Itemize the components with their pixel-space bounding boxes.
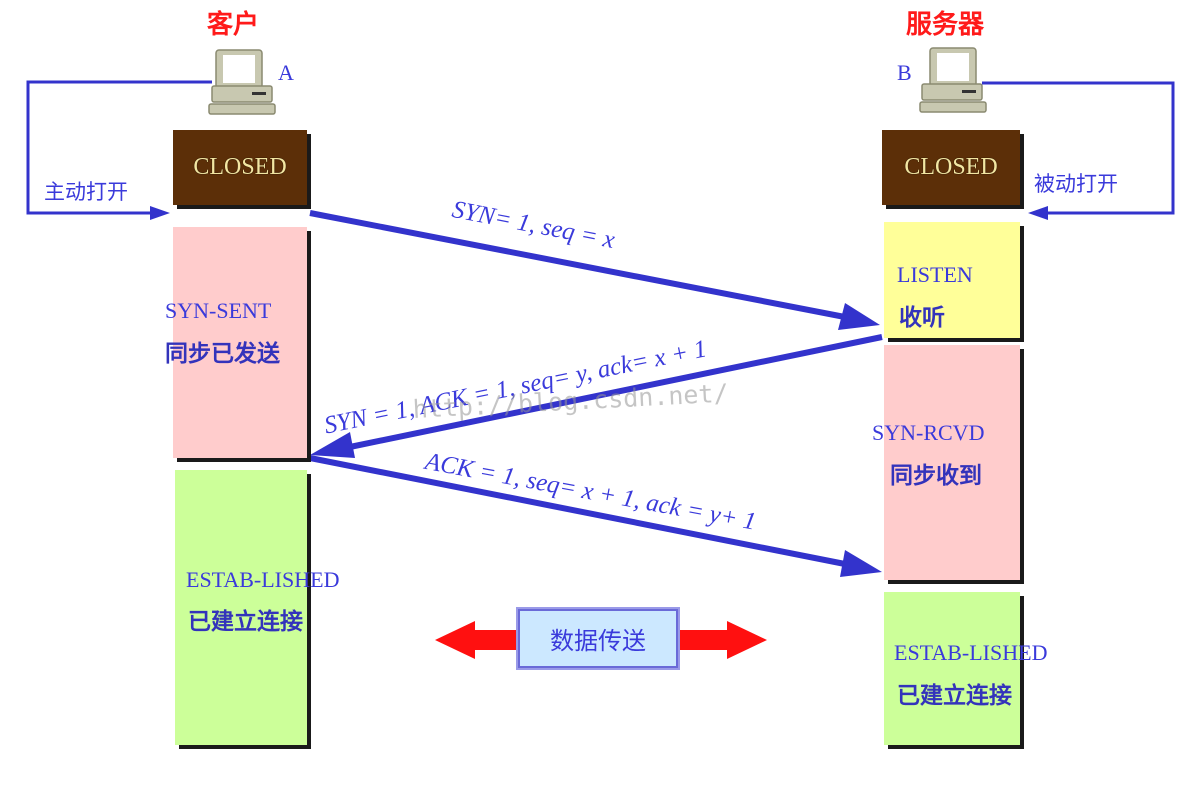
client-established-zh: 已建立连接 bbox=[188, 609, 303, 635]
ack-arrow-line bbox=[309, 455, 851, 568]
client-state-established bbox=[175, 470, 307, 745]
server-syn-rcvd-zh: 同步收到 bbox=[890, 463, 982, 489]
server-established-en: ESTAB-LISHED bbox=[894, 640, 1048, 665]
client-computer-icon bbox=[208, 49, 276, 115]
server-host-letter: B bbox=[897, 60, 912, 85]
client-title: 客户 bbox=[207, 10, 260, 40]
active-open-loop bbox=[26, 80, 212, 215]
passive-open-arrowhead bbox=[1028, 206, 1048, 220]
server-listen-en: LISTEN bbox=[897, 262, 973, 287]
server-syn-rcvd-en: SYN-RCVD bbox=[872, 420, 985, 445]
synack-arrowhead bbox=[310, 432, 355, 458]
active-open-label: 主动打开 bbox=[44, 180, 128, 204]
synack-arrow-line bbox=[344, 334, 883, 451]
client-host-letter: A bbox=[278, 60, 294, 85]
data-transfer-label: 数据传送 bbox=[550, 627, 646, 655]
active-open-arrowhead bbox=[150, 206, 170, 220]
passive-open-label: 被动打开 bbox=[1034, 172, 1118, 196]
client-state-closed: CLOSED bbox=[173, 130, 307, 205]
server-listen-zh: 收听 bbox=[899, 305, 945, 331]
data-transfer-box: 数据传送 bbox=[516, 607, 680, 670]
server-state-established bbox=[884, 592, 1020, 745]
client-syn-sent-en: SYN-SENT bbox=[165, 298, 272, 323]
syn-arrowhead bbox=[838, 303, 880, 330]
server-computer-icon bbox=[919, 47, 987, 113]
server-state-syn-rcvd bbox=[884, 345, 1020, 580]
syn-arrow-line bbox=[309, 210, 851, 321]
client-state-syn-sent bbox=[173, 227, 307, 458]
server-closed-label: CLOSED bbox=[904, 154, 998, 180]
passive-open-loop bbox=[982, 81, 1175, 215]
server-state-listen bbox=[884, 222, 1020, 338]
server-title: 服务器 bbox=[906, 10, 985, 40]
ack-arrowhead bbox=[840, 550, 882, 577]
client-closed-label: CLOSED bbox=[193, 154, 287, 180]
client-syn-sent-zh: 同步已发送 bbox=[165, 341, 280, 367]
server-established-zh: 已建立连接 bbox=[897, 683, 1012, 709]
client-established-en: ESTAB-LISHED bbox=[186, 567, 340, 592]
server-state-closed: CLOSED bbox=[882, 130, 1020, 205]
